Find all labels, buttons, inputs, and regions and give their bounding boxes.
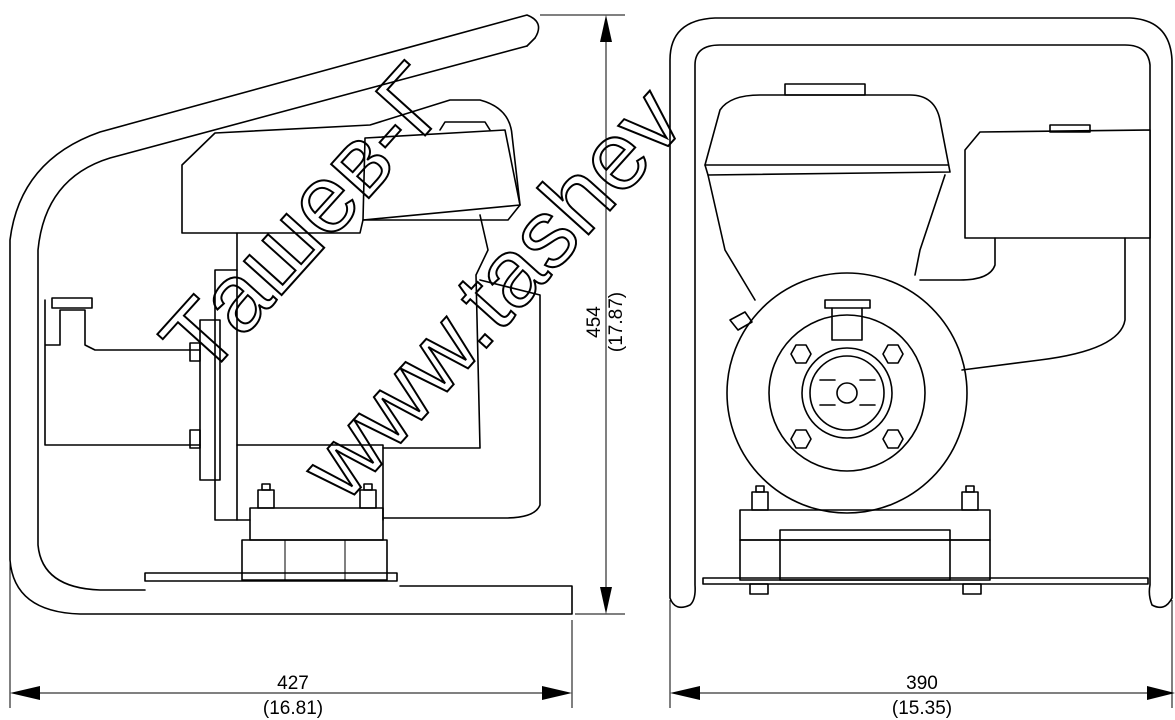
side-mount-bolts	[257, 483, 377, 509]
side-view	[9, 14, 573, 615]
height-in-label: (17.87)	[606, 292, 627, 352]
watermark: Ташев-Г www.tashev	[140, 44, 704, 521]
front-frame	[669, 17, 1173, 609]
front-pump-volute	[726, 272, 968, 514]
side-frame-inner	[37, 45, 528, 591]
front-mount-bolts	[751, 485, 979, 511]
front-fuel-tank	[704, 94, 951, 176]
front-outlet	[824, 299, 871, 309]
front-view	[669, 17, 1173, 609]
front-hex-nuts	[790, 344, 904, 449]
dimension-labels: 454 (17.87) 427 (16.81) 390 (15.35)	[263, 292, 952, 719]
side-base-plate	[144, 572, 398, 582]
side-width-in-label: (16.81)	[263, 698, 323, 719]
side-starter-cover	[382, 279, 541, 519]
side-pump-body	[44, 299, 201, 446]
side-frame-outer	[9, 14, 573, 615]
height-mm-label: 454	[584, 306, 605, 338]
front-width-mm-label: 390	[906, 673, 938, 694]
side-width-mm-label: 427	[277, 673, 309, 694]
front-air-cleaner	[964, 129, 1151, 239]
side-pump-flange	[199, 319, 221, 481]
dimension-lines	[9, 14, 1175, 708]
front-mount-block	[739, 509, 991, 541]
side-engine-body	[236, 214, 489, 521]
front-width-in-label: (15.35)	[892, 698, 952, 719]
